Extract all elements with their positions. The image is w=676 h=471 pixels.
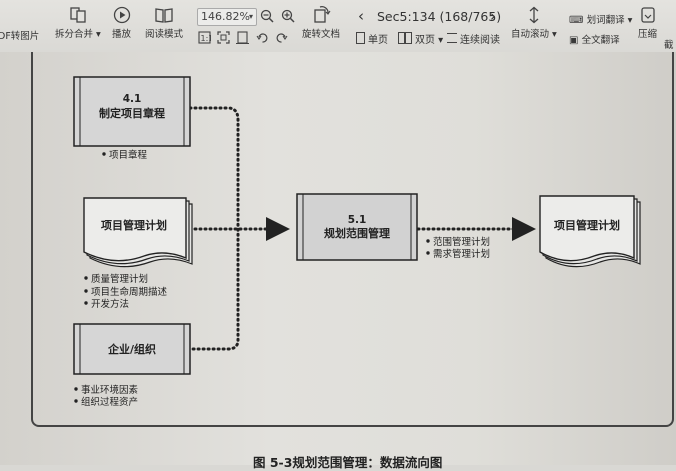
auto-scroll-label: 自动滚动 bbox=[511, 29, 550, 40]
rotate-doc-label: 旋转文档 bbox=[302, 29, 341, 40]
compress-button[interactable]: 压缩 bbox=[638, 6, 657, 40]
list-item: 范围管理计划 bbox=[433, 236, 490, 248]
enterprise-org-items: 事业环境因素 组织过程资产 bbox=[74, 384, 139, 408]
document-project-plan-right: 项目管理计划 bbox=[539, 195, 641, 268]
list-item: 质量管理计划 bbox=[91, 273, 148, 285]
list-item: 项目生命周期描述 bbox=[91, 286, 168, 298]
box-4-1-title: 制定项目章程 bbox=[99, 106, 165, 120]
flow-connectors bbox=[188, 106, 536, 351]
double-page-icon bbox=[398, 32, 405, 44]
play-label: 播放 bbox=[112, 29, 132, 40]
read-mode-label: 阅读模式 bbox=[145, 29, 184, 40]
list-item: 需求管理计划 bbox=[433, 248, 490, 260]
compress-label: 压缩 bbox=[638, 29, 658, 40]
split-merge-icon bbox=[70, 7, 86, 23]
continuous-read-button[interactable]: 连续阅读 bbox=[447, 31, 500, 46]
play-button[interactable]: 播放 bbox=[112, 6, 131, 40]
connector-4-1 bbox=[188, 106, 240, 351]
word-translate-label: 划词翻译 bbox=[586, 15, 625, 26]
figure-frame bbox=[31, 52, 674, 427]
continuous-read-label: 连续阅读 bbox=[460, 35, 500, 46]
split-merge-button[interactable]: 拆分合并 ▾ bbox=[55, 6, 101, 40]
enterprise-org-label: 企业/组织 bbox=[107, 342, 156, 356]
document-project-plan-right-label: 项目管理计划 bbox=[554, 218, 620, 232]
page-indicator[interactable]: Sec5:134 (168/765) bbox=[377, 9, 502, 24]
fit-page-icon[interactable] bbox=[217, 31, 230, 44]
pdf-to-image-label: DF转图片 bbox=[0, 31, 40, 42]
toolbar: DF转图片 拆分合并 ▾ 播放 阅读模式 146.82%▾ 1:1 bbox=[0, 0, 676, 53]
list-item: 事业环境因素 bbox=[81, 384, 139, 396]
fit-width-icon[interactable] bbox=[236, 31, 249, 44]
continuous-read-icon bbox=[447, 33, 457, 43]
rotate-right-icon[interactable] bbox=[275, 31, 288, 44]
process-box-5-1: 5.1 规划范围管理 bbox=[296, 193, 418, 261]
box-5-1-title: 规划范围管理 bbox=[324, 226, 390, 240]
auto-scroll-button[interactable]: 自动滚动 ▾ bbox=[511, 6, 557, 40]
screenshot-button[interactable]: 截 bbox=[664, 37, 674, 51]
full-translate-button[interactable]: ▣ 全文翻译 bbox=[569, 32, 620, 46]
auto-scroll-icon bbox=[529, 6, 539, 24]
rotate-left-icon[interactable] bbox=[256, 31, 269, 44]
project-plan-left-items: 质量管理计划 项目生命周期描述 开发方法 bbox=[84, 273, 168, 310]
zoom-in-icon[interactable] bbox=[281, 9, 295, 23]
data-flow-diagram: 4.1 制定项目章程 项目章程 项目管理计划 质量管理计划 项目生命周期描述 开… bbox=[73, 76, 641, 408]
svg-text:1:1: 1:1 bbox=[201, 34, 212, 43]
pdf-to-image-button[interactable]: DF转图片 bbox=[0, 28, 39, 42]
translate-icon: ⌨ bbox=[569, 15, 584, 26]
next-page-icon[interactable]: › bbox=[490, 7, 496, 25]
screenshot-label: 截 bbox=[664, 40, 674, 51]
box-5-1-number: 5.1 bbox=[348, 214, 367, 226]
zoom-value: 146.82% bbox=[201, 10, 250, 23]
box-4-1-output-item: 项目章程 bbox=[109, 149, 148, 161]
list-item: 开发方法 bbox=[91, 298, 129, 310]
rotate-doc-button[interactable]: 旋转文档 bbox=[302, 4, 340, 40]
full-translate-icon: ▣ bbox=[569, 35, 579, 46]
actual-size-icon[interactable]: 1:1 bbox=[198, 31, 211, 44]
book-icon bbox=[155, 8, 173, 23]
double-page-button[interactable]: 双页 ▾ bbox=[398, 31, 443, 46]
box-5-1-outputs: 范围管理计划 需求管理计划 bbox=[426, 236, 490, 260]
word-translate-button[interactable]: ⌨ 划词翻译 ▾ bbox=[569, 15, 633, 26]
read-mode-button[interactable]: 阅读模式 bbox=[145, 6, 183, 40]
single-page-icon bbox=[356, 32, 365, 44]
prev-page-icon[interactable]: ‹ bbox=[358, 7, 364, 25]
single-page-button[interactable]: 单页 bbox=[356, 31, 388, 46]
list-item: 组织过程资产 bbox=[81, 396, 138, 408]
double-page-label: 双页 bbox=[415, 35, 435, 46]
figure-caption: 图 5-3规划范围管理：数据流向图 bbox=[253, 455, 443, 470]
process-box-4-1: 4.1 制定项目章程 bbox=[73, 76, 191, 147]
zoom-out-icon[interactable] bbox=[260, 9, 274, 23]
box-4-1-number: 4.1 bbox=[123, 93, 142, 105]
full-translate-label: 全文翻译 bbox=[581, 35, 620, 46]
document-project-plan-left-label: 项目管理计划 bbox=[101, 218, 167, 232]
play-icon bbox=[113, 6, 130, 24]
enterprise-org-box: 企业/组织 bbox=[73, 323, 191, 375]
compress-icon bbox=[640, 7, 655, 23]
rotate-doc-icon bbox=[314, 6, 331, 23]
single-page-label: 单页 bbox=[368, 35, 388, 46]
box-4-1-outputs: 项目章程 bbox=[102, 149, 148, 161]
document-project-plan-left: 项目管理计划 bbox=[83, 197, 193, 268]
zoom-input[interactable]: 146.82%▾ bbox=[197, 8, 257, 26]
split-merge-label: 拆分合并 bbox=[55, 29, 94, 40]
